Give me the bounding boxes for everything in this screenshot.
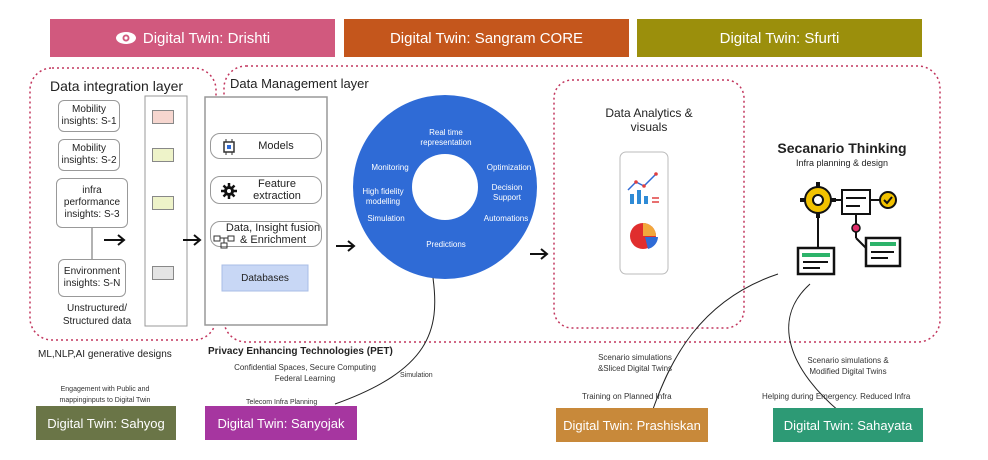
banner-sahayata: Digital Twin: Sahayata	[773, 408, 923, 442]
banner-sahyog-label: Digital Twin: Sahyog	[47, 415, 165, 431]
ring-simulation: Simulation	[367, 214, 405, 223]
ring-monitoring: Monitoring	[371, 163, 409, 172]
chart-icon	[626, 172, 662, 206]
banner-sanyojak-label: Digital Twin: Sanyojak	[217, 415, 345, 431]
databases-label: Databases	[241, 272, 289, 284]
network-icon	[213, 234, 235, 250]
scenario-title: Secanario Thinking	[777, 140, 907, 156]
scenario-modified-note: Scenario simulations & Modified Digital …	[807, 356, 889, 376]
feature-label: Feature extraction	[253, 178, 301, 202]
banner-sahyog: Digital Twin: Sahyog	[36, 406, 176, 440]
pet-body: Confidential Spaces, Secure Computing Fe…	[234, 363, 376, 383]
helping-note: Helping during Emergency. Reduced Infra	[762, 392, 911, 401]
models-pill: Models	[210, 133, 322, 159]
pie-icon	[628, 220, 660, 252]
banner-prashiskan: Digital Twin: Prashiskan	[556, 408, 708, 442]
cpu-icon	[221, 139, 237, 155]
scenario-sliced-note: Scenario simulations &Sliced Digital Twi…	[597, 353, 673, 373]
insight-mobility-s2: Mobility insights: S-2	[58, 139, 120, 171]
eye-icon	[115, 31, 137, 45]
simulation-note: Simulation	[400, 372, 433, 379]
banner-sfurti-label: Digital Twin: Sfurti	[719, 29, 840, 47]
swatch-2	[152, 148, 174, 162]
banner-drishti: Digital Twin: Drishti	[50, 19, 335, 57]
ring-optimization: Optimization	[486, 163, 532, 172]
insight-infra-s3: infra performance insights: S-3	[56, 178, 128, 228]
management-title: Data Management layer	[230, 76, 369, 91]
ring-decision: Decision Support	[491, 183, 523, 202]
feature-pill: Feature extraction	[210, 176, 322, 204]
telecom-note: Telecom Infra Planning	[246, 399, 318, 406]
analytics-title: Data Analytics & visuals	[605, 106, 693, 134]
ring-realtime: Real time representation	[420, 128, 472, 147]
insight-environment-sn: Environment insights: S-N	[58, 259, 126, 297]
integration-title: Data integration layer	[50, 78, 184, 94]
ring-high-fidelity: High fidelity modelling	[362, 187, 404, 206]
banner-drishti-label: Digital Twin: Drishti	[142, 29, 271, 47]
training-note: Training on Planned Infra	[582, 392, 672, 401]
models-label: Models	[258, 140, 294, 152]
fusion-pill: Data, Insight fusion & Enrichment	[210, 221, 322, 250]
banner-sangram-label: Digital Twin: Sangram CORE	[389, 29, 584, 47]
fusion-label: Data, Insight fusion & Enrichment	[225, 222, 321, 246]
pet-title: Privacy Enhancing Technologies (PET)	[208, 346, 393, 357]
gear-icon	[221, 183, 237, 199]
ring-predictions: Predictions	[426, 240, 466, 249]
banner-prashiskan-label: Digital Twin: Prashiskan	[563, 417, 701, 433]
scenario-subtitle: Infra planning & design	[795, 158, 889, 168]
integration-bottom-label: ML,NLP,AI generative designs	[38, 349, 172, 360]
insight-mobility-s1: Mobility insights: S-1	[58, 100, 120, 132]
ring-automations: Automations	[483, 214, 529, 223]
swatch-1	[152, 110, 174, 124]
banner-sahayata-label: Digital Twin: Sahayata	[783, 417, 913, 433]
engagement-note: Engagement with Public and mappinginputs…	[59, 386, 151, 404]
banner-sanyojak: Digital Twin: Sanyojak	[205, 406, 357, 440]
integration-footer: Unstructured/ Structured data	[62, 303, 132, 327]
swatch-4	[152, 266, 174, 280]
banner-sangram: Digital Twin: Sangram CORE	[344, 19, 629, 57]
swatch-3	[152, 196, 174, 210]
banner-sfurti: Digital Twin: Sfurti	[637, 19, 922, 57]
gear-flow-icon	[790, 178, 910, 278]
